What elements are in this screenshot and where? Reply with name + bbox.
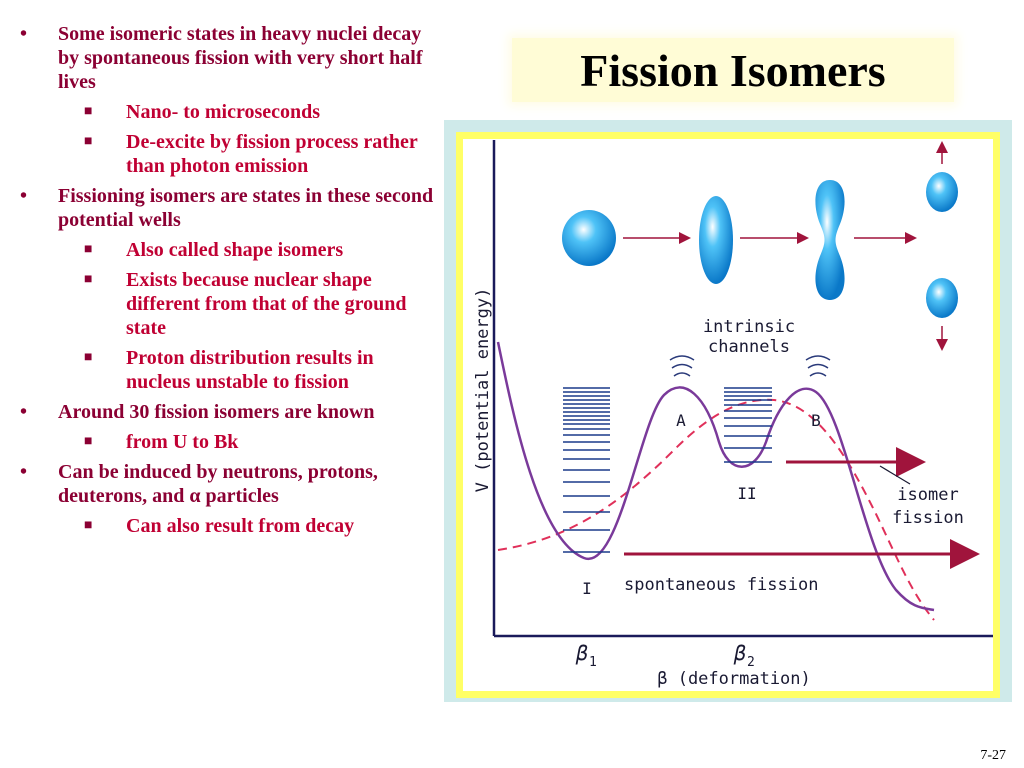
fission-label: fission bbox=[892, 508, 964, 528]
fragment-nucleus-icon bbox=[926, 278, 958, 318]
spherical-nucleus-icon bbox=[562, 210, 616, 266]
beta2-subscript: 2 bbox=[747, 655, 755, 670]
bullet-item: •Some isomeric states in heavy nuclei de… bbox=[20, 23, 423, 93]
well-i-levels bbox=[563, 387, 610, 553]
sub-bullet-item: ■from U to Bk bbox=[84, 431, 239, 453]
sub-bullet-item: ■Also called shape isomers bbox=[84, 239, 344, 261]
isomer-label: isomer bbox=[897, 485, 958, 505]
fission-barrier-figure: V (potential energy) intrinsic channels bbox=[444, 120, 1012, 702]
sub-bullet-text: Nano- to microseconds bbox=[126, 101, 321, 123]
page-number: 7-27 bbox=[980, 748, 1006, 763]
elongated-nucleus-icon bbox=[699, 196, 733, 284]
slide-title: Fission Isomers bbox=[580, 44, 886, 96]
barrier-curve bbox=[496, 341, 935, 612]
sub-bullet-item: ■De-excite by fission process rather tha… bbox=[84, 131, 418, 177]
sub-bullet-text: De-excite by fission process rather than… bbox=[126, 131, 418, 177]
spontaneous-fission-label: spontaneous fission bbox=[624, 575, 818, 595]
fragment-nucleus-icon bbox=[926, 172, 958, 212]
sub-bullet-text: Also called shape isomers bbox=[126, 239, 344, 261]
barrier-a-label: A bbox=[676, 411, 686, 430]
sub-bullet-text: Proton distribution results in nucleus u… bbox=[126, 347, 374, 393]
bullet-list: •Some isomeric states in heavy nuclei de… bbox=[14, 22, 434, 544]
x-axis-label: β (deformation) bbox=[657, 669, 811, 689]
bullet-item: •Fissioning isomers are states in these … bbox=[20, 185, 434, 231]
bullet-text: Around 30 fission isomers are known bbox=[58, 401, 375, 423]
channels-label: channels bbox=[708, 337, 790, 357]
figure-svg: V (potential energy) intrinsic channels bbox=[456, 132, 1000, 698]
sub-bullet-text: from U to Bk bbox=[126, 431, 239, 453]
barrier-b-label: B bbox=[811, 411, 821, 430]
intrinsic-label: intrinsic bbox=[703, 317, 795, 337]
isomer-label-leader bbox=[879, 465, 911, 485]
bullet-item: •Can be induced by neutrons, protons, de… bbox=[20, 461, 378, 507]
bullet-item: •Around 30 fission isomers are known bbox=[20, 401, 375, 423]
sub-bullet-text: Exists because nuclear shape different f… bbox=[126, 269, 407, 339]
channel-arcs-b bbox=[805, 355, 831, 377]
bullet-text: Fissioning isomers are states in these s… bbox=[58, 185, 434, 231]
beta2-symbol: β bbox=[733, 641, 746, 665]
sub-bullet-item: ■Exists because nuclear shape different … bbox=[84, 269, 407, 339]
liquid-drop-curve bbox=[497, 398, 935, 621]
necked-nucleus-icon bbox=[815, 180, 845, 300]
bullet-text: Can be induced by neutrons, protons, deu… bbox=[58, 461, 378, 507]
y-axis-label: V (potential energy) bbox=[473, 288, 493, 493]
beta1-symbol: β bbox=[575, 641, 588, 665]
sub-bullet-item: ■Nano- to microseconds bbox=[84, 101, 321, 123]
well-ii-levels bbox=[724, 387, 772, 463]
slide-title-box: Fission Isomers bbox=[512, 38, 954, 102]
channel-arcs-a bbox=[669, 355, 695, 377]
bullet-text: Some isomeric states in heavy nuclei dec… bbox=[58, 23, 423, 93]
sub-bullet-text: Can also result from decay bbox=[126, 515, 355, 537]
beta1-subscript: 1 bbox=[589, 655, 597, 670]
sub-bullet-item: ■Can also result from decay bbox=[84, 515, 355, 537]
well-ii-label: II bbox=[737, 484, 756, 503]
sub-bullet-item: ■Proton distribution results in nucleus … bbox=[84, 347, 374, 393]
well-i-label: I bbox=[582, 579, 592, 598]
